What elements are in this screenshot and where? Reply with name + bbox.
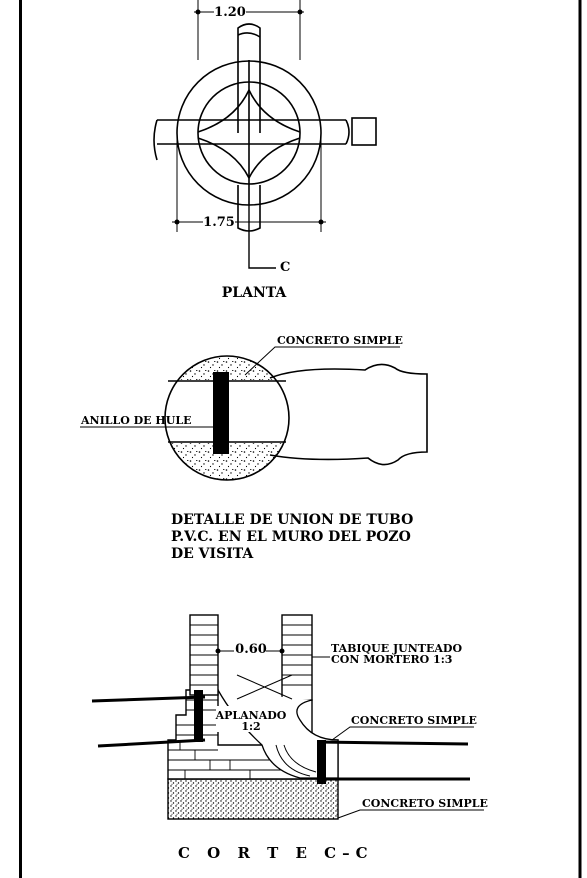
sheet-border — [19, 0, 582, 878]
concreto-label: CONCRETO SIMPLE — [277, 334, 403, 347]
dim-bottom-label: 1.75 — [203, 215, 235, 230]
dim-line-corte — [215, 643, 285, 657]
detalle-title-line-2: P.V.C. EN EL MURO DEL POZO — [171, 529, 411, 545]
tabique-line-2: CON MORTERO 1:3 — [331, 653, 452, 666]
detalle-title-line-1: DETALLE DE UNION DE TUBO — [171, 512, 413, 528]
concreto-leader — [244, 346, 400, 376]
detalle-view: CONCRETO SIMPLE ANILLO DE HULE DETALLE D… — [80, 334, 428, 562]
rubber-ring — [213, 372, 229, 454]
planta-title: PLANTA — [222, 285, 288, 301]
dim-line-top — [194, 4, 304, 19]
dim-corte-label: 0.60 — [235, 642, 267, 657]
pvc-pipe — [269, 363, 428, 466]
aplanado-line-2: 1:2 — [241, 720, 260, 733]
horizontal-pipe — [153, 117, 377, 161]
corte-title: C O R T E C–C — [178, 844, 374, 862]
channel-curves — [197, 60, 301, 205]
concreto-right-label: CONCRETO SIMPLE — [351, 714, 477, 727]
corte-view: 0.60 TABIQUE JUNTEADO CON MORTERO 1:3 AP… — [91, 614, 488, 862]
concreto-base-label: CONCRETO SIMPLE — [362, 797, 488, 810]
section-mark-label: C — [280, 260, 290, 275]
tabique-line-1: TABIQUE JUNTEADO — [331, 642, 462, 655]
left-pipe-top — [91, 695, 206, 703]
aplanado-line-1: APLANADO — [215, 709, 287, 722]
inlet-pipe — [237, 23, 261, 133]
detalle-title-line-3: DE VISITA — [171, 546, 254, 562]
section-mark-line — [248, 205, 276, 269]
anillo-label: ANILLO DE HULE — [80, 414, 191, 427]
left-pipe-bottom — [97, 738, 206, 748]
concrete-base — [167, 778, 339, 820]
wall-circle — [164, 355, 290, 481]
right-pipe-top — [317, 740, 469, 746]
planta-view: 1.20 — [153, 0, 377, 301]
right-wall — [281, 614, 313, 701]
dim-top-label: 1.20 — [214, 5, 246, 20]
